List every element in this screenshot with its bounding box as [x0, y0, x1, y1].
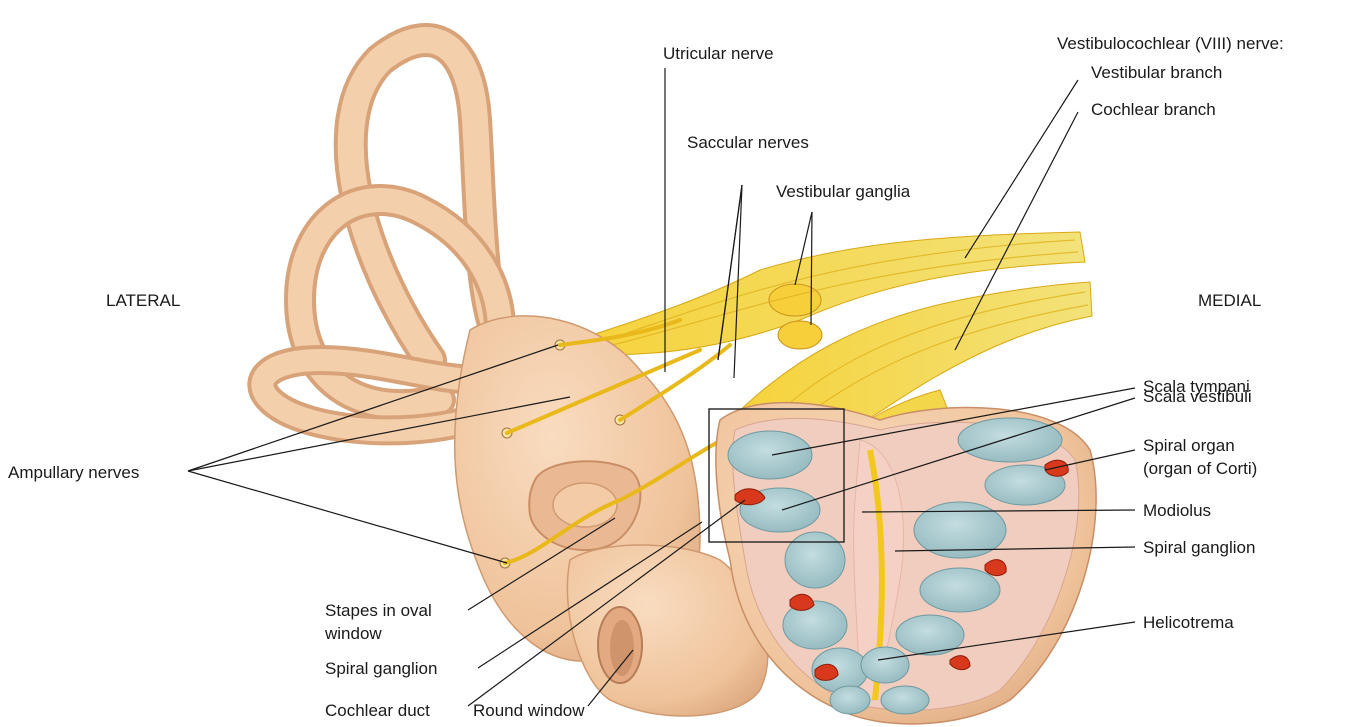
label-round-window: Round window	[473, 700, 585, 721]
label-lateral: LATERAL	[106, 290, 180, 311]
label-spiral-organ: Spiral organ	[1143, 435, 1235, 456]
label-vestibular-ganglia: Vestibular ganglia	[776, 181, 910, 202]
label-utricular-nerve: Utricular nerve	[663, 43, 774, 64]
label-spiral-ganglion-right: Spiral ganglion	[1143, 537, 1255, 558]
label-stapes-sub: window	[325, 623, 382, 644]
label-saccular-nerves: Saccular nerves	[687, 132, 809, 153]
label-vestibular-branch: Vestibular branch	[1091, 62, 1222, 83]
label-spiral-ganglion-left: Spiral ganglion	[325, 658, 437, 679]
cochlea	[716, 403, 1096, 724]
label-spiral-organ-sub: (organ of Corti)	[1143, 458, 1257, 479]
label-helicotrema: Helicotrema	[1143, 612, 1234, 633]
vestibular-ganglion-shape-2	[778, 321, 822, 349]
label-cochlear-duct: Cochlear duct	[325, 700, 430, 721]
label-vestibulocochlear-nerve: Vestibulocochlear (VIII) nerve:	[1057, 33, 1284, 54]
label-stapes: Stapes in oval	[325, 600, 432, 621]
label-ampullary-nerves: Ampullary nerves	[8, 462, 139, 483]
label-modiolus: Modiolus	[1143, 500, 1211, 521]
label-scala-vestibuli: Scala vestibuli	[1143, 386, 1252, 407]
label-cochlear-branch: Cochlear branch	[1091, 99, 1216, 120]
label-medial: MEDIAL	[1198, 290, 1261, 311]
